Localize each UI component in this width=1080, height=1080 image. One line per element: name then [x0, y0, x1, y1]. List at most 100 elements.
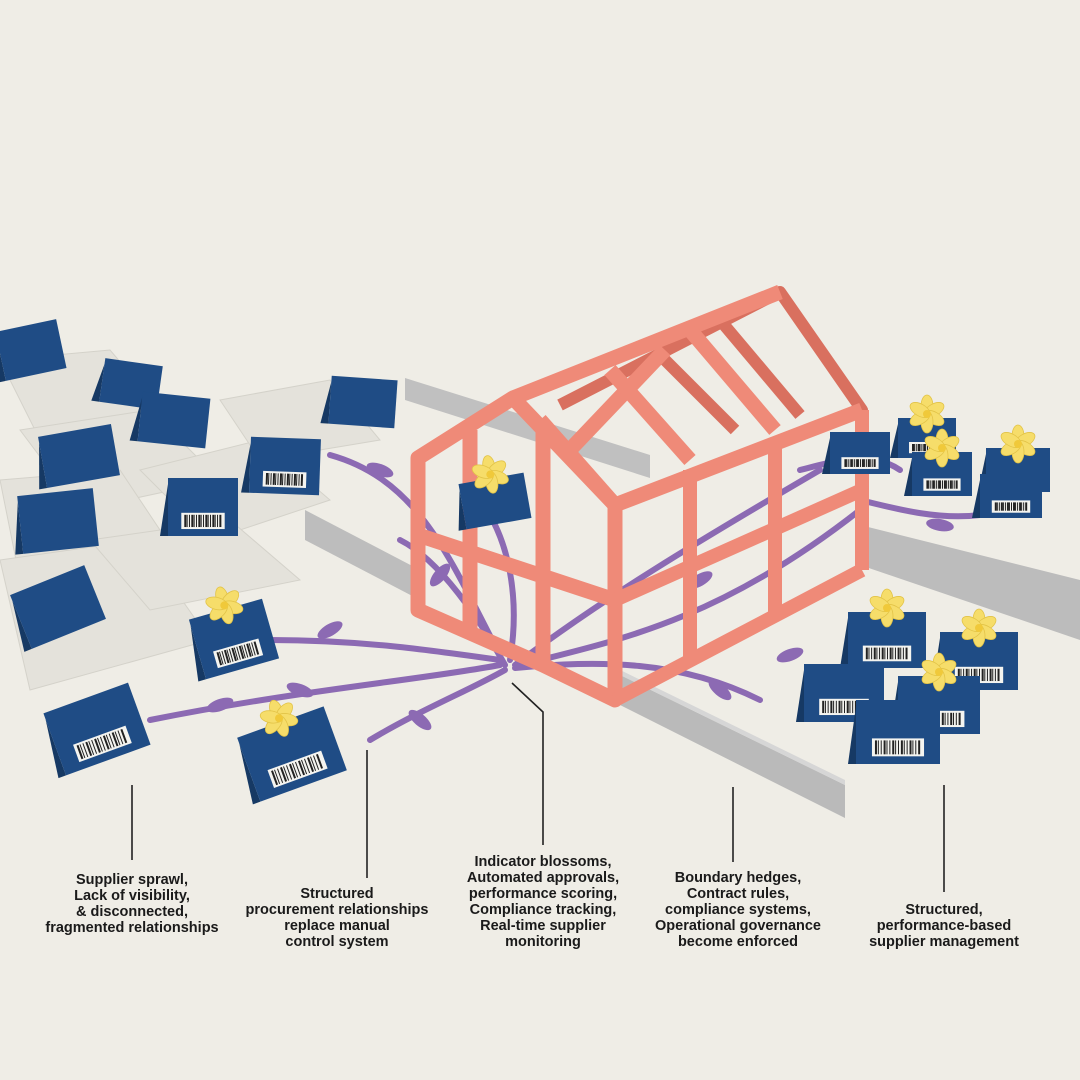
- barcode-bar: [943, 480, 946, 489]
- barcode-bar: [979, 668, 980, 682]
- barcode-bar: [841, 700, 843, 714]
- barcode-bar: [936, 480, 938, 489]
- barcode-bar: [280, 767, 288, 782]
- barcode-bar: [1004, 502, 1006, 511]
- barcode-bar: [894, 647, 896, 660]
- vine-leaf-icon: [408, 709, 432, 731]
- barcode-bar: [304, 758, 311, 774]
- supplier-card-face: [0, 319, 67, 381]
- barcode-bar: [1019, 502, 1022, 511]
- barcode-bar: [902, 647, 904, 660]
- barcode-bar: [883, 740, 886, 755]
- barcode-bar: [950, 712, 953, 726]
- barcode-bar: [1008, 502, 1010, 511]
- barcode-bar: [918, 740, 921, 755]
- barcode-bar: [835, 700, 837, 714]
- barcode-bar: [281, 473, 284, 486]
- barcode-bar: [312, 755, 320, 770]
- barcode-bar: [1023, 502, 1025, 511]
- barcode-bar: [858, 459, 860, 467]
- barcode-bar: [887, 647, 888, 660]
- barcode-bar: [876, 647, 878, 660]
- barcode-bar: [198, 514, 201, 528]
- barcode-bar: [915, 740, 917, 755]
- barcode-bar: [191, 514, 194, 528]
- vine-leaf-icon: [429, 563, 451, 587]
- barcode-bar: [193, 514, 195, 528]
- barcode-bar: [830, 700, 833, 714]
- supplier-card: [848, 700, 940, 764]
- barcode-bar: [301, 759, 308, 775]
- barcode-bar: [898, 740, 899, 755]
- blossom-icon: [869, 588, 905, 628]
- barcode-bar: [195, 514, 197, 528]
- supplier-card-side: [39, 442, 48, 490]
- barcode-bar: [945, 480, 947, 489]
- barcode-bar: [88, 740, 95, 755]
- barcode-bar: [873, 647, 876, 660]
- barcode-bar: [852, 459, 854, 467]
- vine-leaf-icon: [708, 679, 732, 701]
- supplier-card-face: [137, 391, 211, 449]
- supplier-card-side: [91, 364, 105, 402]
- barcode-bar: [863, 459, 865, 467]
- barcode-bar: [879, 647, 881, 660]
- barcode-bar: [822, 700, 825, 714]
- annotation-boundary-hedges: Boundary hedges, Contract rules, complia…: [655, 870, 821, 950]
- barcode-bar: [897, 647, 900, 660]
- barcode-bar: [233, 647, 239, 661]
- barcode-bar: [120, 728, 128, 744]
- supplier-card-side: [972, 480, 980, 518]
- boundary-hedges: [305, 378, 1080, 818]
- barcode-bar: [228, 648, 234, 662]
- barcode-bar: [989, 668, 992, 682]
- barcode-bar: [277, 473, 279, 486]
- barcode-bar: [881, 647, 884, 660]
- supplier-card: [972, 474, 1042, 518]
- barcode-bar: [889, 647, 892, 660]
- barcode-bar: [957, 668, 960, 682]
- barcode-bar: [963, 668, 965, 682]
- barcode-bar: [992, 668, 994, 682]
- barcode-bar: [865, 459, 867, 467]
- blossom-icon: [205, 586, 244, 625]
- barcode-bar: [274, 769, 281, 785]
- barcode-bar: [186, 514, 188, 528]
- supplier-card-side: [822, 438, 830, 474]
- barcode-bar: [298, 474, 300, 486]
- hedge-right: [860, 525, 1080, 640]
- barcode-bar: [267, 473, 270, 485]
- barcode-bar: [91, 739, 98, 754]
- barcode-bar: [846, 700, 849, 714]
- barcode-bar: [903, 740, 905, 755]
- barcode-bar: [286, 765, 293, 780]
- barcode-bar: [82, 743, 89, 758]
- blossom-icon: [471, 455, 509, 494]
- barcode-bar: [217, 514, 219, 528]
- leader-lines: [131, 682, 945, 892]
- barcode-bar: [944, 712, 946, 726]
- supplier-card-side: [458, 489, 467, 531]
- supplier-card-side: [796, 670, 804, 722]
- hedge-front-top: [610, 665, 845, 785]
- barcode-bar: [108, 733, 115, 748]
- supplier-card-side: [190, 625, 207, 682]
- barcode-bar: [900, 647, 902, 660]
- annotation-sprawl: Supplier sprawl, Lack of visibility, & d…: [45, 872, 219, 936]
- barcode-bar: [965, 668, 968, 682]
- supplier-card-side: [129, 397, 143, 442]
- supplier-card: [904, 428, 972, 496]
- barcode-bar: [947, 480, 949, 489]
- supplier-card-side: [848, 706, 856, 764]
- barcode-bar: [848, 459, 850, 467]
- barcode-bar: [226, 649, 232, 663]
- barcode-bar: [981, 668, 984, 682]
- barcode-bar: [886, 740, 888, 755]
- blossom-icon: [921, 652, 957, 692]
- barcode-bar: [868, 647, 870, 660]
- barcode-bar: [203, 514, 204, 528]
- barcode-bar: [200, 514, 202, 528]
- barcode-bar: [955, 480, 958, 489]
- barcode-bar: [986, 668, 988, 682]
